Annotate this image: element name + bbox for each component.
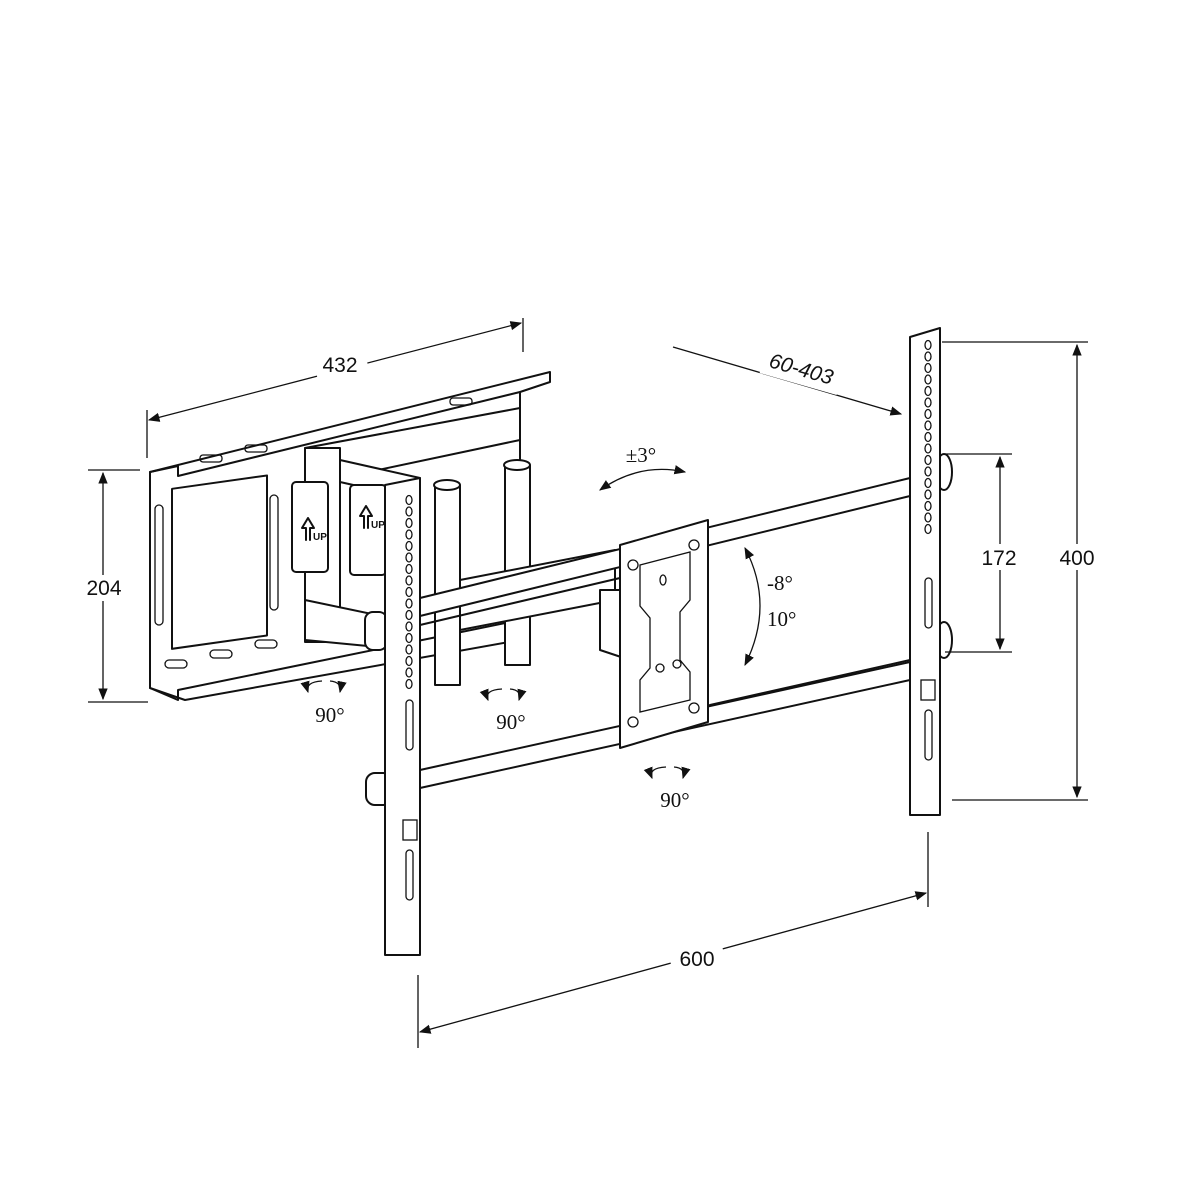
mounting-hole	[924, 397, 932, 408]
up-text-1: UP	[313, 532, 327, 543]
tv-bracket-left	[384, 477, 421, 956]
mounting-hole	[405, 529, 413, 540]
mounting-hole	[924, 431, 932, 443]
mounting-hole	[924, 408, 932, 420]
tilt-angle: -8° 10°	[744, 546, 796, 667]
mounting-hole	[405, 644, 413, 655]
swing-arms	[291, 407, 631, 686]
mounting-hole	[405, 552, 413, 563]
rotation-1-label: 90°	[315, 703, 344, 727]
mounting-hole	[405, 678, 413, 690]
dimension-204: 204	[80, 469, 148, 703]
tilt-up-label: -8°	[767, 571, 793, 595]
swivel-angle: ±3°	[599, 443, 687, 491]
rotation-1: 90°	[308, 681, 345, 727]
dimension-172: 172	[945, 453, 1024, 653]
mounting-hole	[924, 500, 932, 512]
mounting-hole	[924, 454, 932, 466]
dim-204-label: 204	[86, 577, 121, 600]
up-text-2: UP	[371, 520, 385, 531]
mounting-hole	[924, 489, 932, 500]
mounting-hole	[405, 655, 413, 667]
dimension-432: 432	[146, 318, 524, 458]
dim-172-label: 172	[981, 547, 1016, 570]
mounting-hole	[924, 385, 932, 397]
mounting-hole	[924, 523, 932, 535]
tilt-down-label: 10°	[767, 607, 796, 631]
mounting-hole	[405, 667, 413, 678]
mounting-hole	[924, 339, 932, 351]
mounting-hole	[405, 540, 413, 552]
dim-432-label: 432	[322, 354, 357, 377]
mounting-hole	[924, 362, 932, 374]
dim-400-label: 400	[1059, 547, 1094, 570]
rotation-3-label: 90°	[660, 788, 689, 812]
rotation-2: 90°	[487, 689, 525, 734]
mounting-hole	[405, 621, 413, 632]
mounting-hole	[405, 598, 413, 609]
tilt-plate	[619, 519, 709, 749]
mounting-hole	[924, 351, 932, 362]
dim-600-label: 600	[679, 948, 714, 971]
mounting-hole	[405, 609, 413, 621]
up-label-2: UP	[359, 505, 385, 531]
rotation-3: 90°	[651, 767, 689, 812]
mounting-hole	[924, 477, 932, 489]
tv-bracket-right	[909, 327, 941, 816]
dimension-60-403: 60-403	[672, 346, 903, 416]
mounting-hole	[924, 466, 932, 477]
mounting-hole	[405, 506, 413, 517]
mounting-hole	[405, 517, 413, 529]
mounting-hole	[405, 575, 413, 586]
mounting-hole	[924, 374, 932, 385]
mounting-hole	[924, 443, 932, 454]
mounting-hole	[924, 512, 932, 523]
mounting-hole	[405, 563, 413, 575]
dimension-600: 600	[417, 832, 929, 1048]
dimension-400: 400	[942, 341, 1101, 801]
mounting-hole	[405, 632, 413, 644]
mounting-hole	[405, 586, 413, 598]
swivel-angle-label: ±3°	[626, 443, 656, 467]
rotation-2-label: 90°	[496, 710, 525, 734]
up-label-1: UP	[301, 517, 327, 543]
mounting-hole	[924, 420, 932, 431]
mounting-hole	[405, 494, 413, 506]
